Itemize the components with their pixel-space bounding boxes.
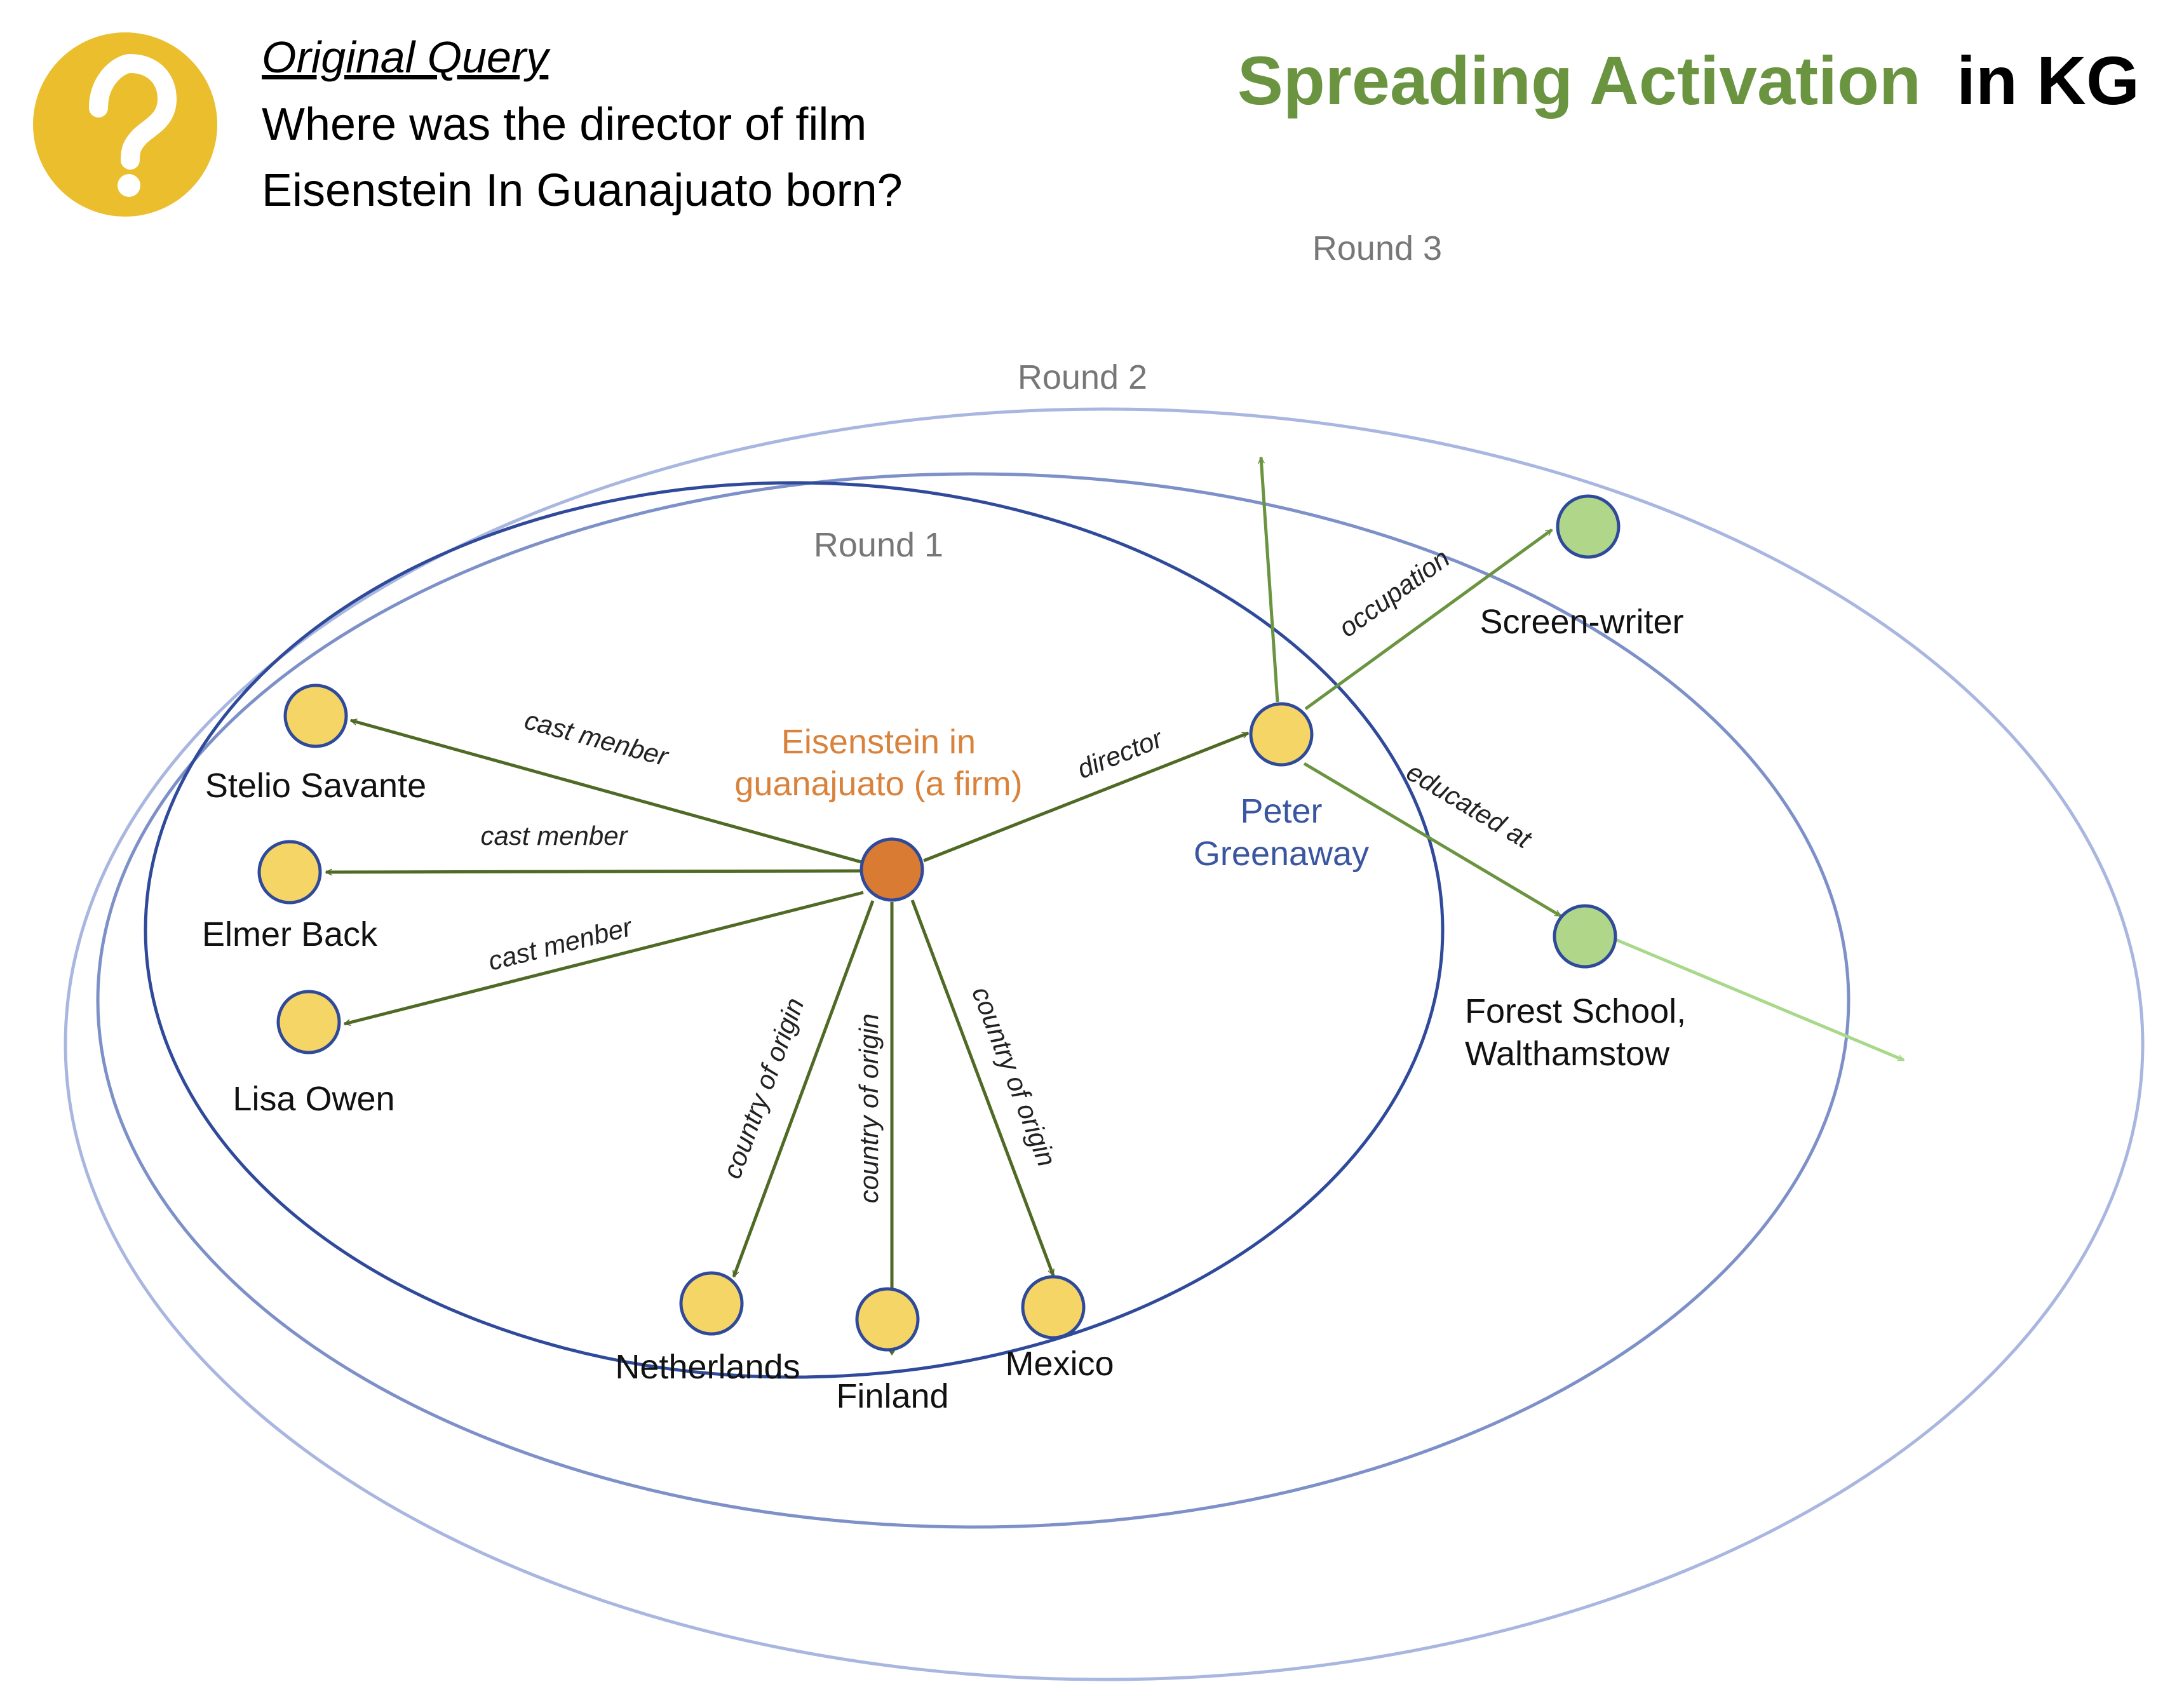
- node-label-center-line2: guanajuato (a firm): [734, 765, 1022, 803]
- edge-peter-up: [1261, 457, 1279, 703]
- round-2-label: Round 2: [1018, 358, 1147, 396]
- question-mark-dot: [118, 174, 140, 197]
- edge-label-cast-member-elmer: cast menber: [480, 821, 628, 851]
- edge-country-mexico: [910, 899, 1055, 1275]
- node-label-forest-school-line1: Forest School,: [1465, 992, 1686, 1030]
- round-2-ring: [96, 472, 1850, 1529]
- node-center-eisenstein[interactable]: [859, 837, 924, 902]
- edge-label-country-netherlands: country of origin: [717, 994, 809, 1183]
- node-label-mexico: Mexico: [1005, 1345, 1114, 1383]
- round-1-label: Round 1: [814, 526, 943, 564]
- edge-occupation: [1304, 528, 1553, 711]
- question-mark-glyph: [89, 53, 177, 170]
- node-finland[interactable]: [855, 1287, 920, 1352]
- node-peter-greenaway[interactable]: [1249, 702, 1314, 767]
- node-label-lisa-owen: Lisa Owen: [233, 1080, 394, 1118]
- node-label-stelio-savante: Stelio Savante: [205, 767, 426, 805]
- node-label-peter-line1: Peter: [1240, 792, 1322, 830]
- node-label-forest-school-line2: Walthamstow: [1465, 1035, 1670, 1073]
- node-stelio-savante[interactable]: [283, 683, 348, 748]
- diagram-title-part2: in KG: [1957, 42, 2140, 119]
- query-heading: Original Query: [262, 32, 551, 82]
- edge-cast-member-lisa: [344, 891, 864, 1024]
- edge-country-netherlands: [732, 900, 875, 1277]
- node-label-netherlands: Netherlands: [615, 1348, 800, 1386]
- query-text-line1: Where was the director of film: [262, 99, 866, 150]
- round-1-ring: [144, 481, 1445, 1379]
- edge-director: [923, 731, 1248, 863]
- edge-forest-outward: [1615, 938, 1904, 1062]
- edge-educated-at: [1303, 762, 1561, 918]
- round-3-ring: [64, 407, 2145, 1681]
- node-mexico[interactable]: [1021, 1275, 1086, 1340]
- node-label-elmer-back: Elmer Back: [202, 915, 378, 953]
- query-text-line2: Eisenstein In Guanajuato born?: [262, 165, 903, 216]
- edge-label-cast-member-lisa: cast menber: [485, 912, 637, 976]
- edge-label-country-finland: country of origin: [854, 1014, 884, 1204]
- node-lisa-owen[interactable]: [276, 990, 341, 1054]
- node-screen-writer[interactable]: [1556, 494, 1621, 559]
- node-label-center-line1: Eisenstein in: [781, 723, 976, 761]
- diagram-title-part1: Spreading Activation: [1237, 42, 1921, 119]
- node-elmer-back[interactable]: [257, 840, 322, 905]
- edge-label-director: director: [1073, 723, 1168, 784]
- edge-cast-member-stelio: [351, 720, 894, 873]
- diagram-title: Spreading Activation in KG: [1237, 42, 2140, 119]
- edge-label-cast-member-stelio: cast menber: [522, 704, 672, 772]
- node-label-screen-writer: Screen-writer: [1480, 603, 1683, 641]
- edge-cast-member-elmer: [326, 871, 862, 872]
- node-label-finland: Finland: [836, 1377, 948, 1415]
- round-3-label: Round 3: [1312, 229, 1442, 267]
- node-netherlands[interactable]: [679, 1271, 744, 1336]
- edge-label-country-mexico: country of origin: [966, 983, 1062, 1171]
- node-forest-school[interactable]: [1553, 904, 1617, 969]
- edge-label-educated-at: educated at: [1401, 757, 1537, 855]
- edge-label-occupation: occupation: [1333, 543, 1455, 643]
- node-label-peter-line2: Greenaway: [1194, 835, 1369, 873]
